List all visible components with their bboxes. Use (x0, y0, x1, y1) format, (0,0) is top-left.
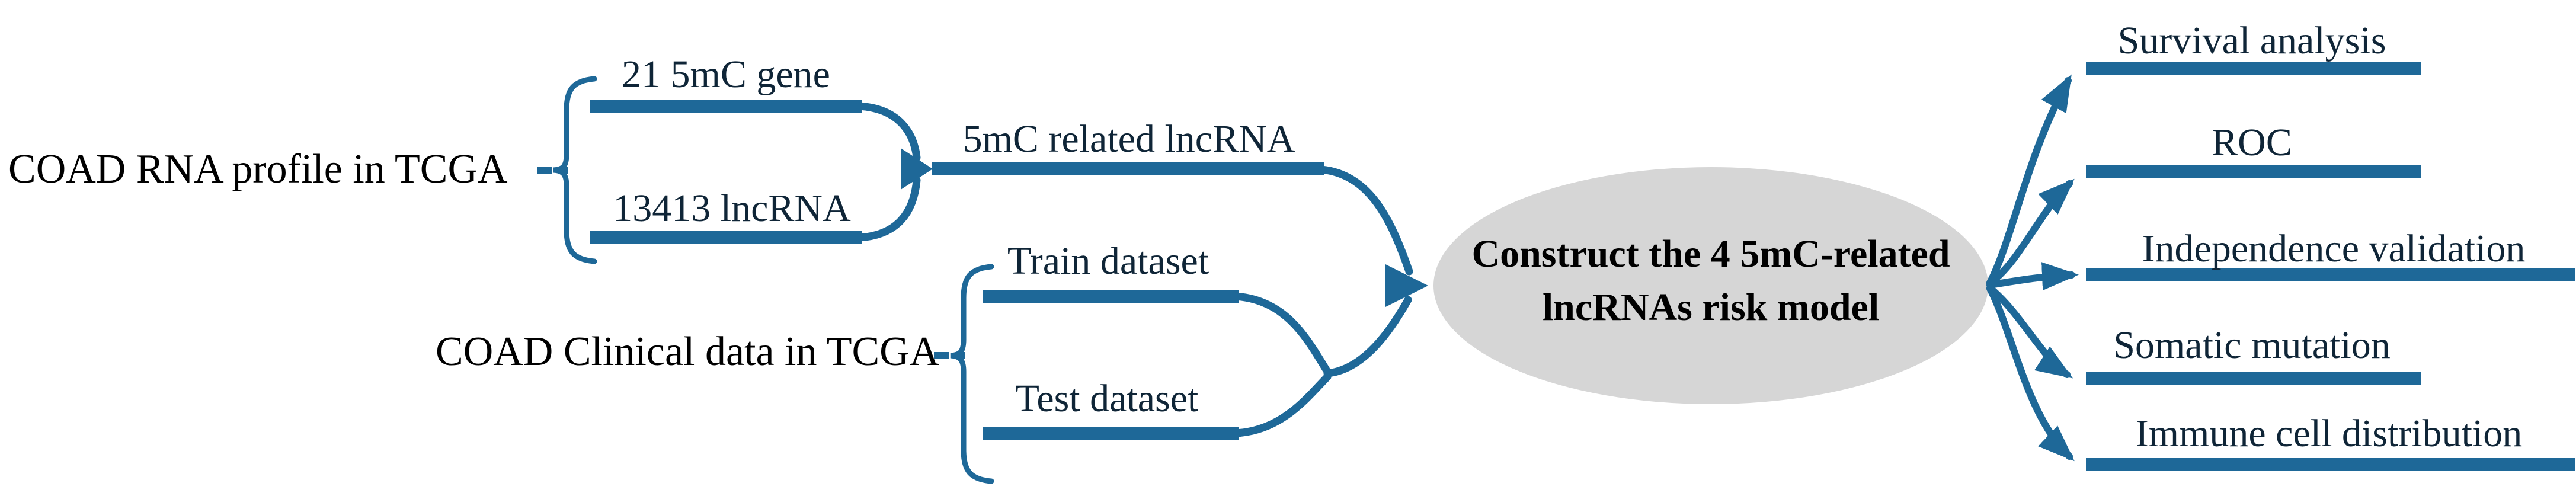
curve-model-to-roc (1986, 178, 2075, 287)
label-independence-validation: Independence validation (2142, 227, 2526, 270)
underline-bar-survival-analysis (2086, 62, 2421, 75)
merge-arrowhead-rna (901, 148, 933, 190)
underline-bar-test-dataset (983, 427, 1239, 440)
label-clinical-source: COAD Clinical data in TCGA (436, 329, 940, 375)
label-roc: ROC (2212, 121, 2292, 164)
curve-model-to-independence (1986, 262, 2079, 291)
label-5mc-gene: 21 5mC gene (622, 53, 830, 96)
curve-datasets-to-model (1323, 296, 1412, 377)
underline-bar-somatic-mutation (2086, 372, 2421, 385)
label-survival-analysis: Survival analysis (2118, 19, 2386, 62)
curve-test-to-merge (1231, 373, 1332, 437)
underline-bar-lncrna (590, 231, 862, 244)
underline-bar-5mc-related-lncrna (932, 162, 1324, 175)
label-test-dataset: Test dataset (1016, 377, 1199, 420)
underline-bar-independence-validation (2086, 268, 2575, 281)
curve-model-to-survival (1986, 74, 2072, 286)
curve-5mc-gene-to-merge (855, 102, 921, 162)
curve-related-lncrna-to-model (1317, 165, 1413, 276)
left-brace-rna (553, 76, 597, 264)
underline-bar-immune-cell-distribution (2086, 458, 2575, 471)
label-immune-cell-distribution: Immune cell distribution (2136, 412, 2523, 455)
central-ellipse (1433, 167, 1988, 404)
underline-bar-5mc-gene (590, 100, 862, 113)
model-input-arrowhead (1385, 264, 1428, 307)
label-lncrna: 13413 lncRNA (613, 187, 851, 230)
curve-lncrna-to-merge (855, 176, 921, 242)
label-5mc-related-lncrna: 5mC related lncRNA (963, 117, 1295, 161)
curve-model-to-somatic (1986, 284, 2073, 379)
curve-model-to-immune (1986, 285, 2075, 462)
label-rna-source: COAD RNA profile in TCGA (8, 146, 508, 192)
label-train-dataset: Train dataset (1007, 239, 1209, 283)
underline-bar-roc (2086, 165, 2421, 178)
model-title-line1: Construct the 4 5mC-related (1471, 232, 1950, 276)
left-brace-clinical (950, 264, 994, 484)
curve-train-to-merge (1231, 292, 1330, 374)
model-title-line2: lncRNAs risk model (1543, 286, 1879, 329)
label-somatic-mutation: Somatic mutation (2113, 324, 2390, 367)
underline-bar-train-dataset (983, 290, 1239, 303)
